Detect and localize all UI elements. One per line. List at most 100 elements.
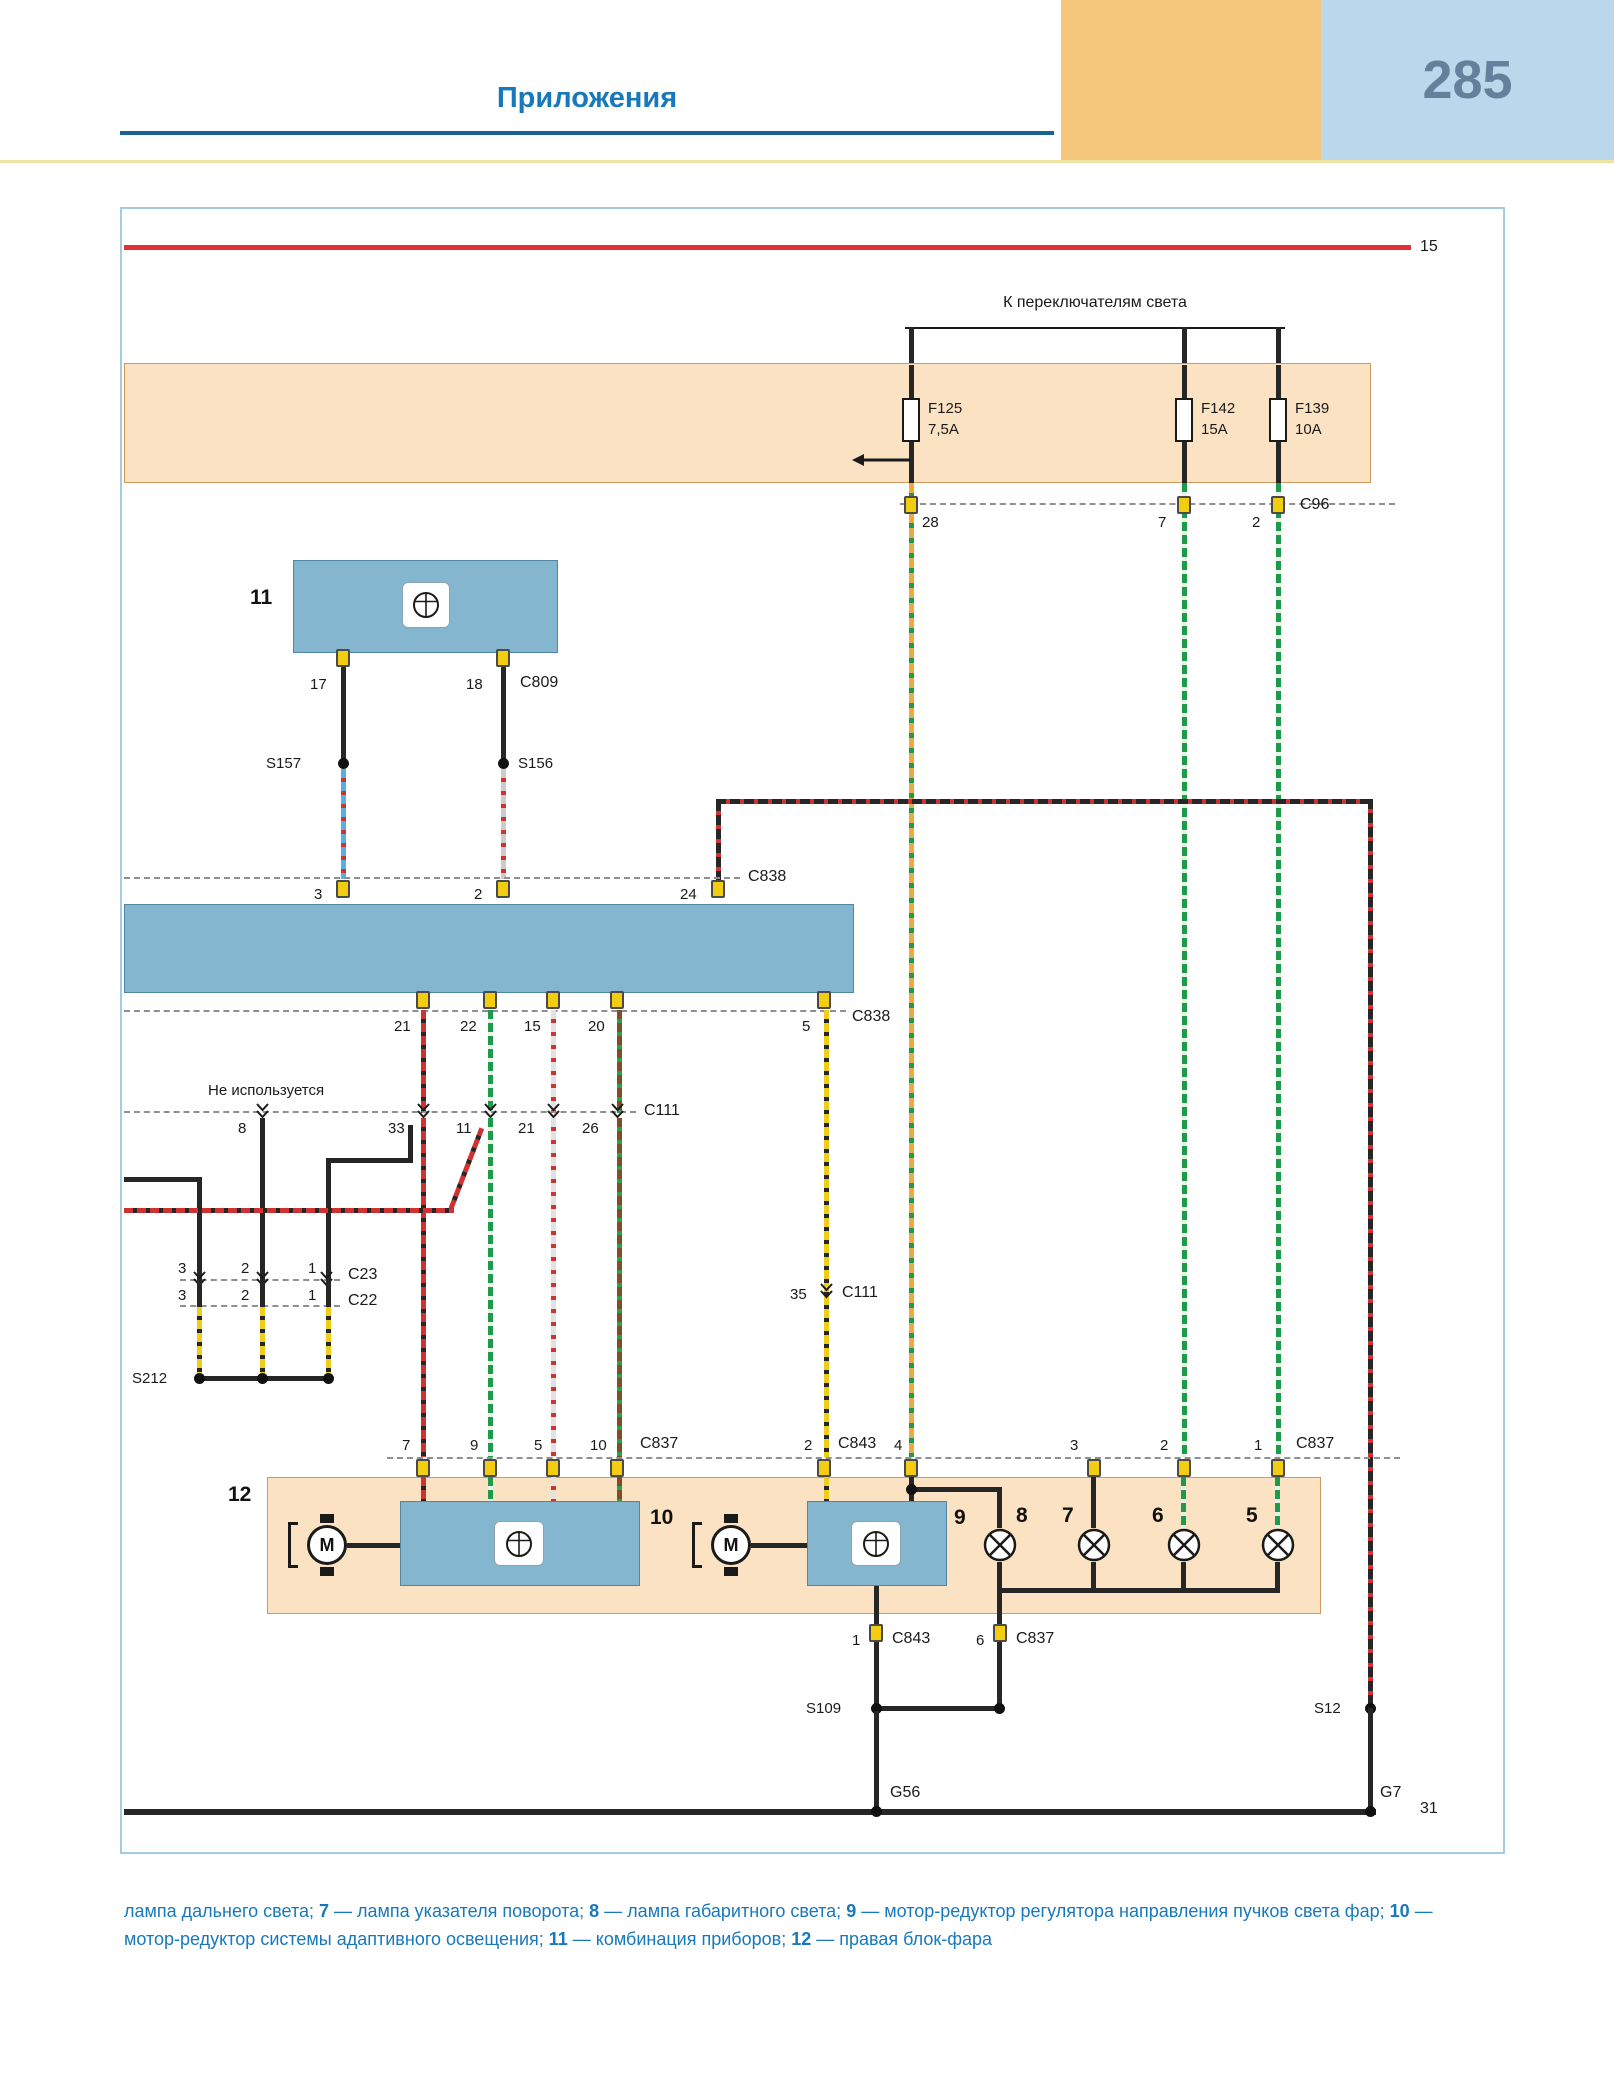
pin-label: 5 — [534, 1437, 543, 1454]
wire-segment — [326, 1279, 331, 1307]
wire-segment — [197, 1177, 202, 1279]
connector-label: C843 — [838, 1435, 877, 1452]
component-10-icon-plate — [494, 1521, 544, 1566]
wire-segment — [124, 1177, 202, 1182]
wire-segment — [1182, 442, 1187, 483]
wire-segment — [124, 1208, 454, 1213]
wire-segment — [997, 1590, 1002, 1630]
pin-terminal-icon — [904, 496, 918, 514]
wire-segment — [260, 1307, 265, 1381]
connector-label: C111 — [842, 1284, 878, 1301]
ground-label: G56 — [890, 1784, 921, 1801]
splice-label: S212 — [132, 1370, 168, 1387]
wire-ground-right — [1368, 799, 1373, 1708]
not-used-label: Не используется — [208, 1082, 325, 1099]
wire-segment — [1091, 1562, 1096, 1590]
wire-segment — [1275, 1562, 1280, 1590]
caption-segment: 11 — [548, 1928, 568, 1949]
pin-label: 8 — [238, 1120, 247, 1137]
connector-label: C23 — [348, 1266, 378, 1283]
wire-segment — [421, 1118, 426, 1457]
wire-segment — [909, 365, 914, 398]
wire-f142-feed — [1182, 483, 1187, 1457]
lamp-8-number: 8 — [1016, 1504, 1028, 1527]
page-number: 285 — [1422, 50, 1513, 110]
lamp-8-icon — [983, 1528, 1017, 1562]
pin-label: 18 — [466, 676, 483, 693]
pin-terminal-icon — [993, 1624, 1007, 1642]
pin-terminal-icon — [496, 649, 510, 667]
caption-segment: — мотор-редуктор регулятора направления … — [856, 1901, 1390, 1921]
pin-label: 11 — [456, 1120, 472, 1137]
wire-segment — [909, 327, 914, 363]
wire-segment — [1276, 442, 1281, 483]
wire-segment — [341, 769, 346, 879]
splice-s109-dot — [871, 1703, 882, 1714]
wire-segment — [617, 1010, 622, 1113]
fuse-box-band — [124, 363, 1371, 483]
component-main-box — [124, 904, 854, 993]
pin-label: 1 — [308, 1287, 317, 1304]
pin-terminal-icon — [1087, 1459, 1101, 1477]
wire-segment — [347, 1543, 402, 1548]
motor-brush — [320, 1567, 334, 1576]
pin-label: 2 — [241, 1260, 250, 1277]
connector-label: C837 — [1016, 1630, 1055, 1647]
fuse-rating: 10А — [1295, 421, 1322, 438]
pin-terminal-icon — [817, 1459, 831, 1477]
inline-connector-icon — [484, 1103, 497, 1119]
caption-segment: — лампа габаритного света; — [599, 1901, 847, 1921]
leveling-motor-icon — [863, 1530, 889, 1557]
wire-segment — [911, 1487, 1000, 1492]
wire-segment — [997, 1562, 1002, 1590]
wire-segment — [1182, 365, 1187, 398]
pin-label: 28 — [922, 514, 939, 531]
wire-segment — [421, 1010, 426, 1113]
header-yellow-rule — [0, 160, 1614, 163]
wire-segment — [617, 1477, 622, 1503]
motor-brush — [320, 1514, 334, 1523]
pin-terminal-icon — [1271, 496, 1285, 514]
wire-segment — [551, 1477, 556, 1503]
splice-label: S109 — [806, 1700, 842, 1717]
caption-segment: — комбинация приборов; — [567, 1928, 792, 1949]
pin-terminal-icon — [546, 1459, 560, 1477]
pin-terminal-icon — [610, 991, 624, 1009]
wire-segment — [874, 1706, 1002, 1711]
junction-dot — [906, 1484, 917, 1495]
pin-terminal-icon — [1177, 496, 1191, 514]
caption-segment: — мотор-редуктор системы адаптивного осв… — [124, 1901, 1433, 1949]
fuse-name: F125 — [928, 400, 963, 417]
fuse-rating: 7,5А — [928, 421, 959, 438]
pin-label: 1 — [852, 1632, 861, 1649]
pin-terminal-icon — [416, 991, 430, 1009]
connector-label: C809 — [520, 674, 559, 691]
pin-label: 1 — [308, 1260, 317, 1277]
pin-label: 15 — [524, 1018, 541, 1035]
wire-segment — [874, 1586, 879, 1630]
pin-label: 2 — [1252, 514, 1261, 531]
pin-label: 2 — [804, 1437, 813, 1454]
fuse-rating: 15А — [1201, 421, 1228, 438]
pin-terminal-icon — [336, 649, 350, 667]
wire-segment — [1276, 365, 1281, 398]
pin-terminal-icon — [904, 1459, 918, 1477]
header-page-tab: 285 — [1321, 0, 1614, 160]
pin-label: 10 — [590, 1437, 607, 1454]
wire-segment — [488, 1477, 493, 1503]
to-switches-label: К переключателям света — [1003, 294, 1187, 311]
pin-label: 2 — [1160, 1437, 1169, 1454]
wire-segment — [1275, 1477, 1280, 1528]
pin-terminal-icon — [546, 991, 560, 1009]
pin-label: 9 — [470, 1437, 479, 1454]
pin-label: 21 — [394, 1018, 411, 1035]
splice-s212-dot — [194, 1373, 205, 1384]
wire-segment — [341, 667, 346, 763]
wire-segment — [751, 1543, 809, 1548]
connector-c96-line — [900, 503, 1395, 505]
pin-label: 6 — [976, 1632, 985, 1649]
inline-connector-icon — [820, 1283, 833, 1299]
wire-segment — [997, 1642, 1002, 1710]
header-orange-tab — [1061, 0, 1321, 160]
